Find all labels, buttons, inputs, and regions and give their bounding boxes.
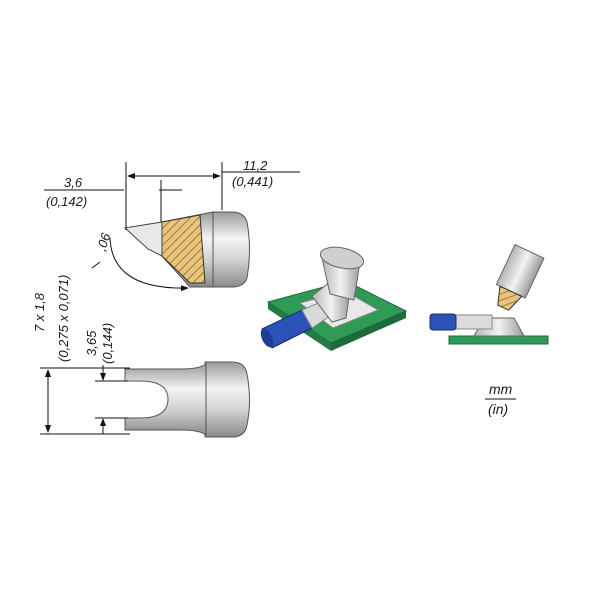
- tip-top-body: [204, 361, 250, 438]
- tip-solder-area: [161, 214, 206, 284]
- total-length-in: (0,441): [232, 174, 273, 189]
- slot-width-in: (0,144): [100, 323, 115, 364]
- tip-side-blade: [123, 221, 163, 257]
- slot-width-mm: 3,65: [84, 330, 99, 356]
- cross-section-mm: 7 x 1,8: [32, 292, 47, 332]
- tip-side-body: [212, 211, 250, 288]
- tip-iso-collar: [319, 246, 365, 270]
- application-isometric-view: [260, 246, 408, 351]
- dimension-lines-bottom: [40, 365, 130, 435]
- pcb-board-side: [448, 335, 549, 345]
- tip-length-in: (0,142): [46, 194, 87, 209]
- tip-length-mm: 3,6: [64, 175, 83, 190]
- total-length-mm: 11,2: [243, 158, 268, 173]
- wire-conductor-side: [451, 314, 493, 330]
- tip-top-view: [124, 361, 250, 438]
- tip-top-fork: [124, 362, 207, 437]
- cross-section-in: (0,275 x 0,071): [56, 275, 71, 362]
- dimension-lines-top: [44, 162, 300, 292]
- tip-side2-solder: [497, 285, 523, 311]
- wire-insulation-side: [429, 313, 457, 331]
- unit-imperial: (in): [488, 401, 508, 417]
- units-legend: mm (in): [485, 381, 516, 417]
- tip-side-view: [123, 211, 250, 288]
- angle-label: ,06: [94, 230, 114, 253]
- angle-arc: [109, 237, 189, 292]
- application-side-view: [429, 243, 549, 345]
- unit-metric: mm: [489, 381, 513, 397]
